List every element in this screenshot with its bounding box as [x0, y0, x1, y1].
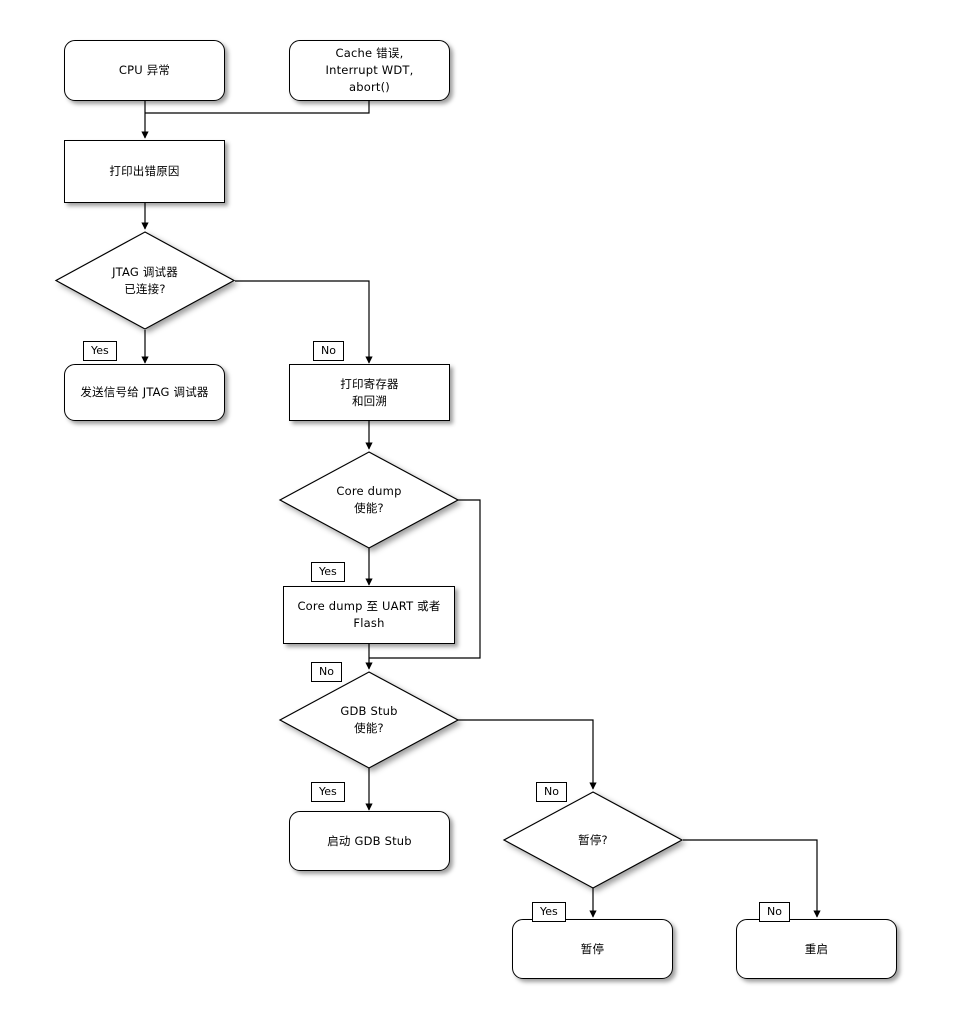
node-cpu-exception-label: CPU 异常 [118, 63, 171, 78]
gdbstub-diamond-shape [278, 671, 460, 769]
node-cpu-exception[interactable]: CPU 异常 [64, 40, 225, 101]
node-jtag-decision-label: JTAG 调试器 已连接? [112, 264, 178, 296]
node-start-gdbstub[interactable]: 启动 GDB Stub [289, 811, 450, 871]
node-halt-decision[interactable]: 暂停? [502, 791, 684, 889]
coredump-diamond-shape [278, 451, 460, 549]
node-halt[interactable]: 暂停 [512, 919, 673, 979]
edge-label-jtag-yes: Yes [83, 341, 117, 361]
edge-label-gdbstub-yes: Yes [311, 782, 345, 802]
edge-cache-to-merge [145, 101, 370, 114]
edge-label-halt-no: No [759, 902, 790, 922]
node-print-registers-label: 打印寄存器 和回溯 [340, 376, 399, 408]
jtag-diamond-shape [54, 231, 236, 330]
node-reboot[interactable]: 重启 [736, 919, 897, 979]
node-cache-error[interactable]: Cache 错误, Interrupt WDT, abort() [289, 40, 450, 101]
edge-label-gdbstub-no: No [536, 782, 567, 802]
node-cache-error-label: Cache 错误, Interrupt WDT, abort() [325, 46, 414, 94]
edge-label-coredump-no: No [311, 662, 342, 682]
edge-label-jtag-no: No [313, 341, 344, 361]
node-coredump-write[interactable]: Core dump 至 UART 或者 Flash [283, 586, 455, 644]
node-reboot-label: 重启 [804, 941, 829, 956]
edge-coredump-no [369, 499, 481, 659]
node-halt-label: 暂停 [580, 941, 605, 956]
node-print-reason[interactable]: 打印出错原因 [64, 140, 225, 203]
node-coredump-decision[interactable]: Core dump 使能? [278, 451, 460, 549]
node-coredump-write-label: Core dump 至 UART 或者 Flash [297, 599, 441, 630]
node-halt-decision-label: 暂停? [578, 832, 608, 847]
edge-label-halt-yes: Yes [532, 902, 566, 922]
node-signal-jtag[interactable]: 发送信号给 JTAG 调试器 [64, 364, 225, 421]
edge-label-coredump-yes: Yes [311, 562, 345, 582]
node-jtag-decision[interactable]: JTAG 调试器 已连接? [54, 231, 236, 330]
node-gdbstub-decision[interactable]: GDB Stub 使能? [278, 671, 460, 769]
node-coredump-decision-label: Core dump 使能? [336, 484, 402, 515]
edge-halt-no [683, 839, 821, 918]
node-gdbstub-decision-label: GDB Stub 使能? [340, 704, 398, 735]
edge-jtag-no [235, 280, 373, 364]
halt-diamond-shape [502, 791, 684, 889]
edge-gdbstub-no [458, 719, 597, 790]
node-start-gdbstub-label: 启动 GDB Stub [327, 833, 412, 848]
node-signal-jtag-label: 发送信号给 JTAG 调试器 [80, 385, 209, 400]
node-print-reason-label: 打印出错原因 [109, 164, 180, 179]
node-print-registers[interactable]: 打印寄存器 和回溯 [289, 364, 450, 421]
